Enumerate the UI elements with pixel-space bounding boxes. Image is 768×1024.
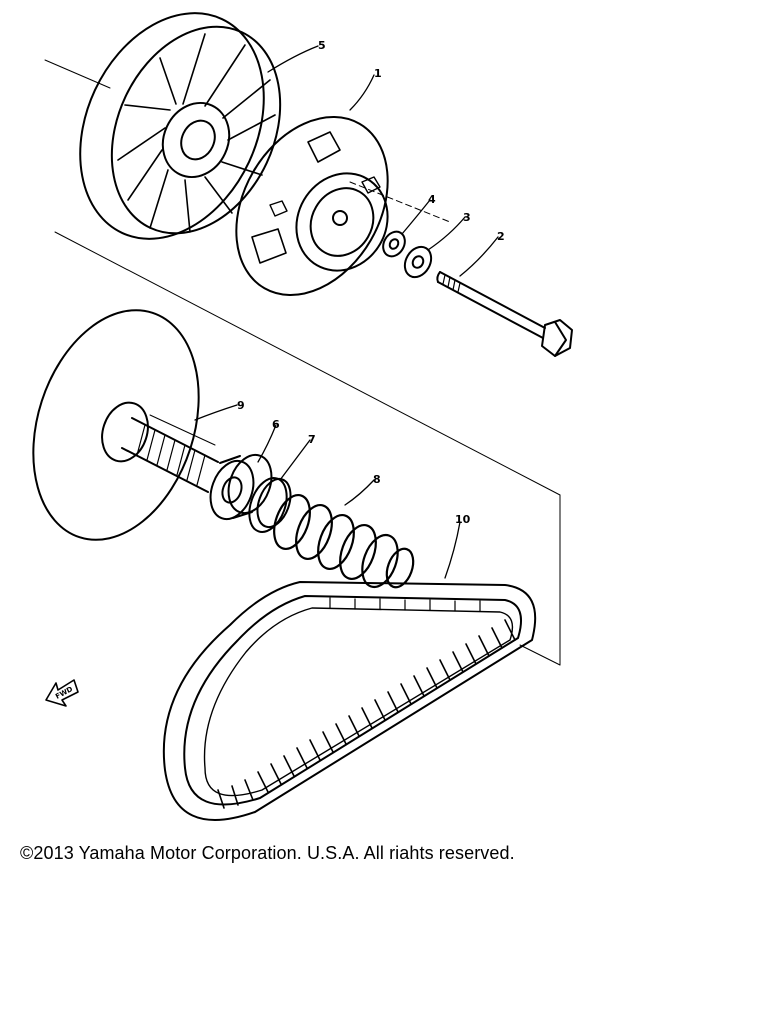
exploded-parts-diagram: 5 1 4 3 2 9 6 7 8 10 FWD <box>32 12 573 821</box>
spring-part-8 <box>273 494 415 589</box>
callout-5: 5 <box>318 39 326 52</box>
bolt-part-2 <box>436 271 573 357</box>
movable-sheave-part-1 <box>235 115 389 297</box>
drive-belt-part-10 <box>162 581 537 821</box>
callout-9: 9 <box>237 399 245 412</box>
callout-4: 4 <box>428 193 436 206</box>
callout-2: 2 <box>497 230 505 243</box>
leader-lines <box>194 45 499 579</box>
callout-6: 6 <box>272 418 280 431</box>
washer-part-3 <box>403 245 433 279</box>
callout-3: 3 <box>463 211 471 224</box>
fixed-sheave-part-5 <box>79 12 282 240</box>
copyright-notice: ©2013 Yamaha Motor Corporation. U.S.A. A… <box>20 843 515 863</box>
washer-part-4 <box>382 230 406 258</box>
callout-labels: 5 1 4 3 2 9 6 7 8 10 <box>237 39 505 526</box>
callout-1: 1 <box>374 67 382 80</box>
callout-10: 10 <box>455 513 471 526</box>
spring-seat-part-7 <box>248 477 292 533</box>
callout-8: 8 <box>373 473 381 486</box>
alignment-lines <box>44 59 561 666</box>
sliding-sheave-part-9 <box>32 309 219 541</box>
fwd-arrow-icon: FWD <box>45 679 79 707</box>
callout-7: 7 <box>308 433 316 446</box>
